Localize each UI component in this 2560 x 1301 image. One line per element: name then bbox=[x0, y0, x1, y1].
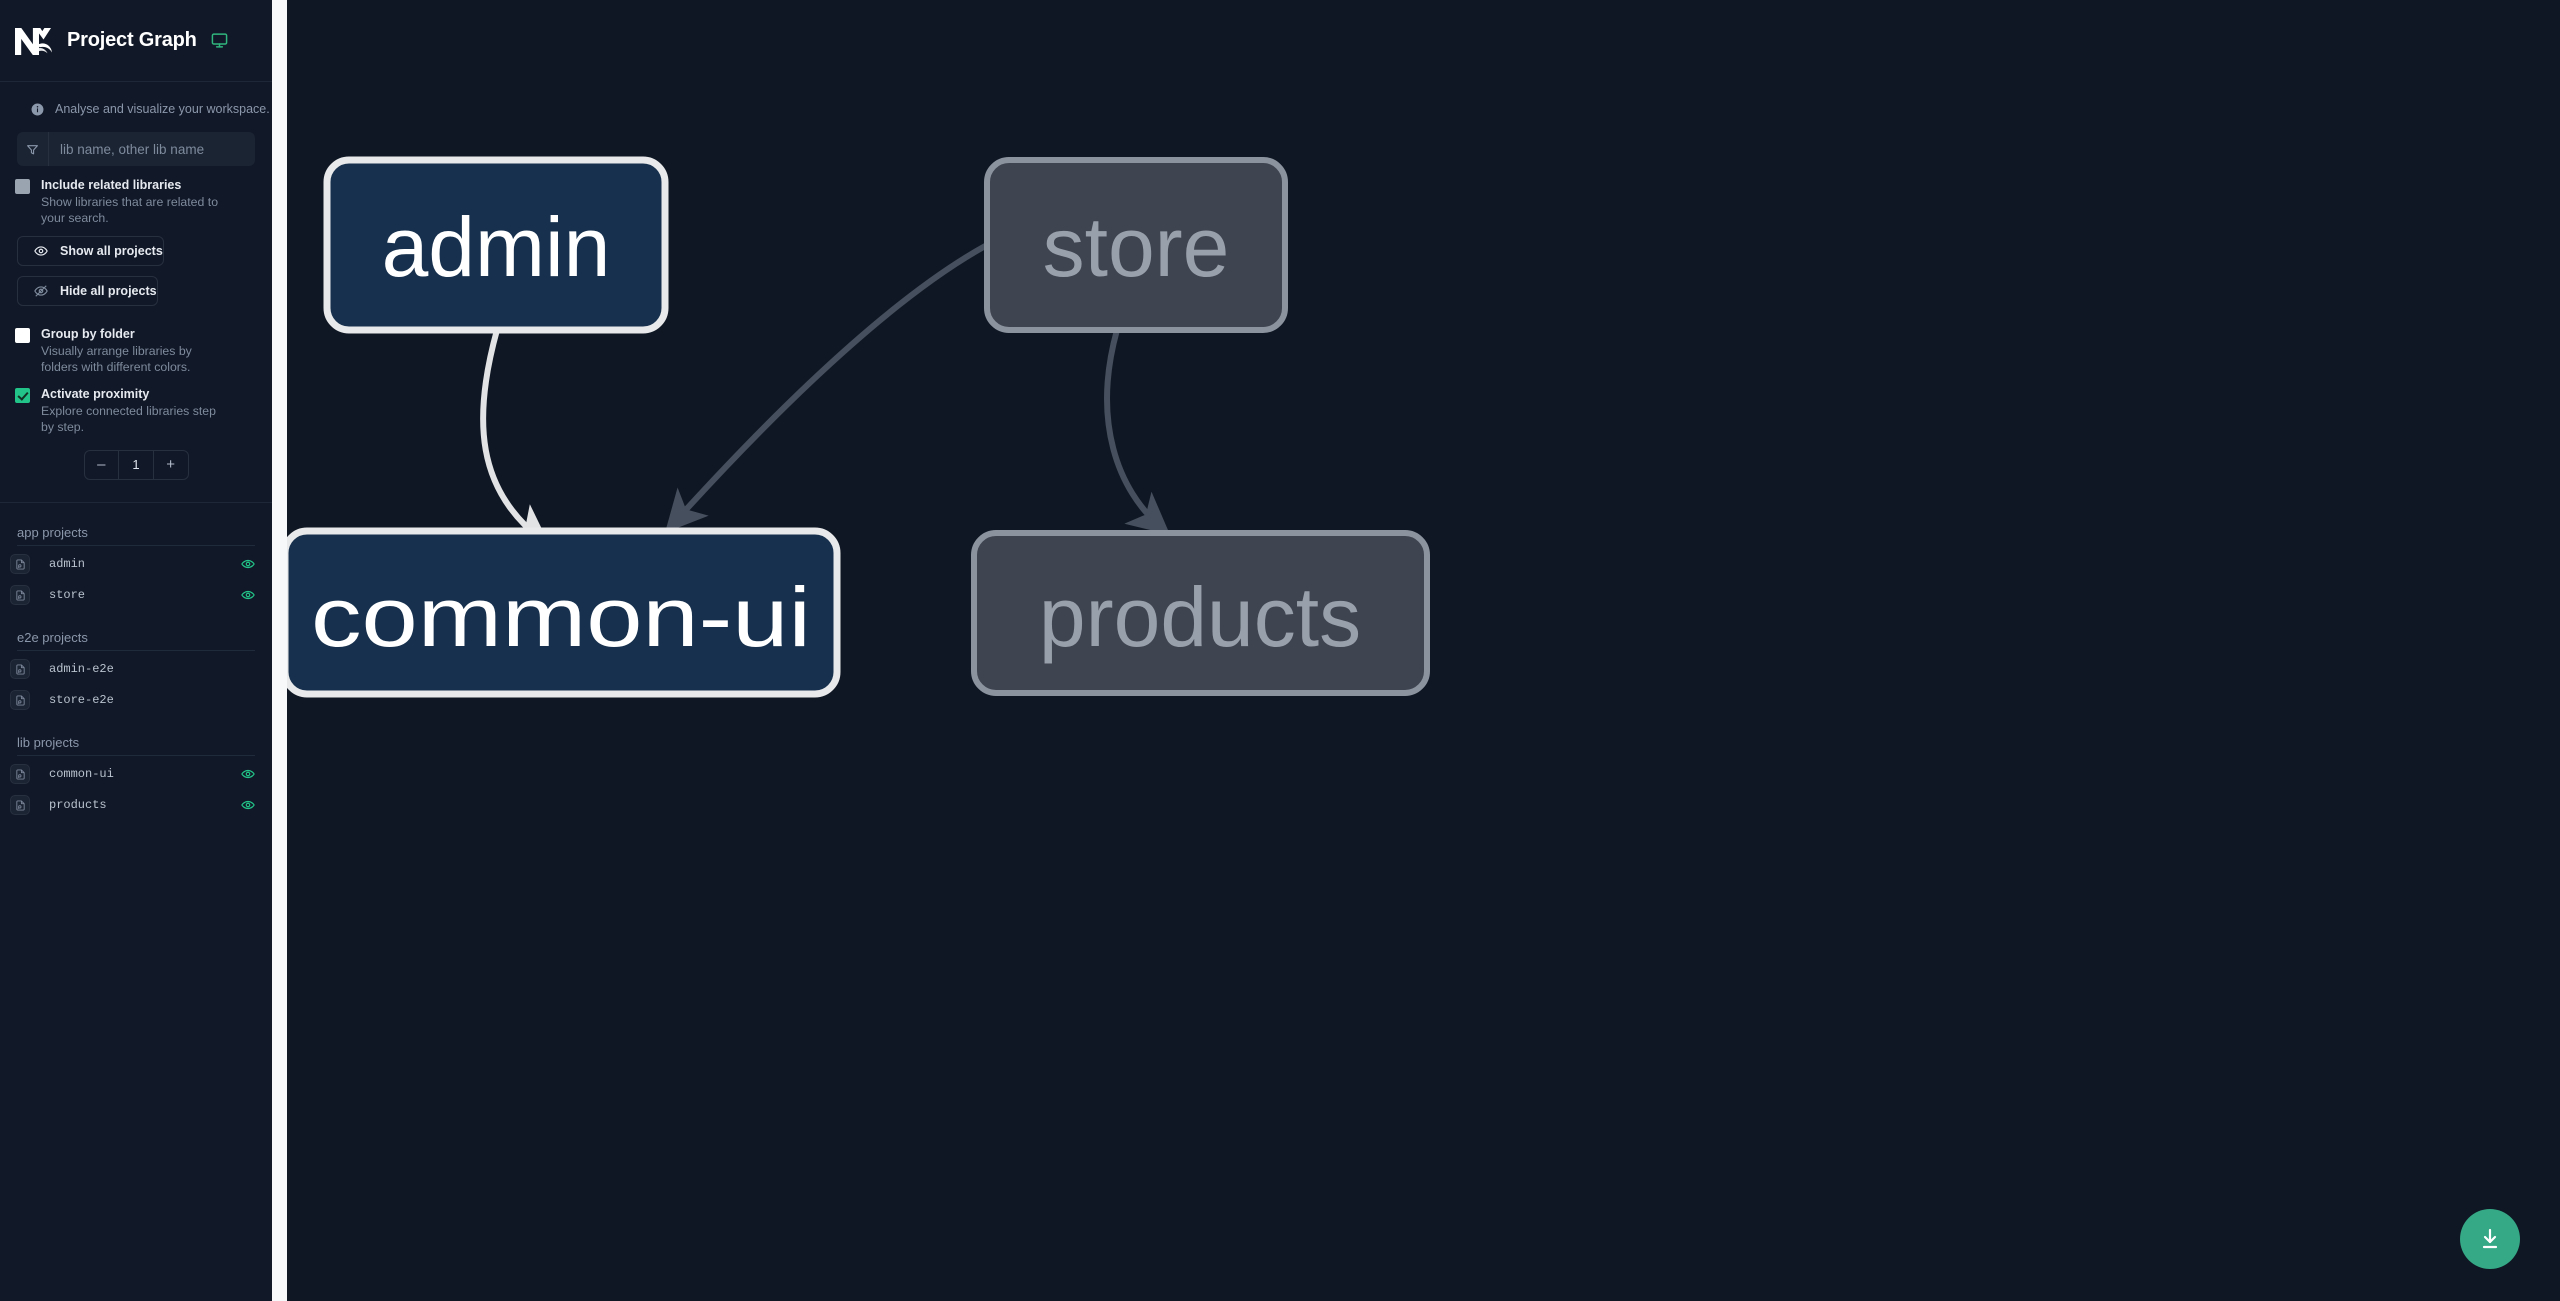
group-heading-app-projects: app projects bbox=[17, 524, 88, 540]
eye-off-icon bbox=[34, 284, 48, 298]
filter-icon-box bbox=[17, 132, 49, 166]
project-file-icon[interactable] bbox=[10, 554, 30, 575]
project-row-common-ui[interactable]: common-ui bbox=[0, 762, 272, 787]
project-row-products[interactable]: products bbox=[0, 793, 272, 818]
project-row-store-e2e[interactable]: store-e2e bbox=[0, 688, 272, 713]
option-label: Group by folder bbox=[41, 327, 135, 342]
edge-store-to-common-ui bbox=[664, 242, 989, 533]
sidebar-scrollbar[interactable] bbox=[272, 0, 287, 1301]
nx-logo bbox=[13, 24, 53, 58]
tagline-text: Analyse and visualize your workspace. bbox=[55, 102, 270, 116]
hide-all-projects-label: Hide all projects bbox=[60, 284, 157, 299]
node-label-products: products bbox=[1039, 570, 1361, 664]
group-heading-lib-projects: lib projects bbox=[17, 734, 80, 750]
group-by-folder-checkbox[interactable] bbox=[15, 328, 30, 344]
eye-icon[interactable] bbox=[241, 767, 255, 781]
graph-node-products[interactable]: products bbox=[971, 530, 1430, 696]
project-name: products bbox=[49, 798, 107, 813]
edge-admin-to-common-ui bbox=[480, 329, 551, 547]
graph-node-admin[interactable]: admin bbox=[323, 156, 669, 334]
project-row-admin-e2e[interactable]: admin-e2e bbox=[0, 657, 272, 682]
option-label: Include related libraries bbox=[41, 178, 182, 192]
group-rule bbox=[17, 754, 255, 756]
option-description: Visually arrange libraries by folders wi… bbox=[41, 344, 192, 374]
group-rule bbox=[17, 544, 255, 546]
search-input[interactable] bbox=[49, 132, 255, 166]
project-row-store[interactable]: store bbox=[0, 583, 272, 608]
show-all-projects-label: Show all projects bbox=[60, 244, 163, 259]
proximity-decrement-button[interactable]: – bbox=[85, 451, 119, 479]
node-label-store: store bbox=[1043, 200, 1230, 294]
sidebar-divider bbox=[0, 501, 272, 503]
project-row-admin[interactable]: admin bbox=[0, 552, 272, 577]
page-title: Project Graph bbox=[67, 29, 197, 51]
download-icon bbox=[2478, 1227, 2502, 1251]
eye-icon[interactable] bbox=[241, 588, 255, 602]
graph-node-store[interactable]: store bbox=[984, 157, 1288, 333]
graph-edges bbox=[480, 242, 1171, 547]
project-name: admin-e2e bbox=[49, 662, 114, 677]
proximity-value: 1 bbox=[118, 450, 154, 479]
project-file-icon[interactable] bbox=[10, 659, 30, 680]
eye-icon[interactable] bbox=[241, 798, 255, 812]
option-include-related-libraries[interactable]: Include related libraries Show libraries… bbox=[0, 166, 272, 226]
group-heading-e2e-projects: e2e projects bbox=[17, 629, 88, 645]
activate-proximity-checkbox[interactable] bbox=[15, 388, 30, 404]
funnel-icon bbox=[26, 143, 39, 156]
info-icon bbox=[31, 103, 44, 116]
monitor-icon[interactable] bbox=[211, 32, 228, 49]
sidebar-header: Project Graph bbox=[0, 0, 272, 82]
project-file-icon[interactable] bbox=[10, 795, 30, 816]
hide-all-projects-button[interactable]: Hide all projects bbox=[17, 276, 158, 307]
project-name: admin bbox=[49, 557, 86, 572]
option-description: Explore connected libraries step by step… bbox=[41, 404, 216, 434]
eye-icon bbox=[34, 244, 48, 258]
project-name: store-e2e bbox=[49, 693, 114, 708]
search-box[interactable] bbox=[17, 132, 255, 166]
show-all-projects-button[interactable]: Show all projects bbox=[17, 236, 164, 267]
option-activate-proximity[interactable]: Activate proximity Explore connected lib… bbox=[0, 375, 272, 435]
group-rule bbox=[17, 649, 255, 651]
eye-icon[interactable] bbox=[241, 557, 255, 571]
proximity-stepper: – 1 + bbox=[17, 449, 255, 480]
project-name: common-ui bbox=[49, 767, 114, 782]
option-group-by-folder[interactable]: Group by folder Visually arrange librari… bbox=[0, 306, 272, 375]
option-label: Activate proximity bbox=[41, 387, 150, 402]
project-file-icon[interactable] bbox=[10, 764, 30, 785]
edge-store-to-products bbox=[1104, 329, 1171, 535]
graph-canvas[interactable]: admin store common-ui products bbox=[287, 0, 2560, 1301]
download-image-button[interactable] bbox=[2460, 1209, 2520, 1269]
include-related-libraries-checkbox[interactable] bbox=[15, 179, 30, 194]
sidebar: Project Graph Analyse and visualize your… bbox=[0, 0, 272, 1301]
node-label-admin: admin bbox=[382, 200, 611, 294]
project-graph-svg: admin store common-ui products bbox=[287, 156, 1430, 698]
proximity-increment-button[interactable]: + bbox=[154, 451, 188, 479]
project-name: store bbox=[49, 588, 86, 603]
graph-node-common-ui[interactable]: common-ui bbox=[287, 527, 841, 698]
option-description: Show libraries that are related to your … bbox=[41, 195, 219, 225]
tagline-row: Analyse and visualize your workspace. bbox=[0, 82, 272, 122]
project-file-icon[interactable] bbox=[10, 690, 30, 711]
node-label-common-ui: common-ui bbox=[311, 570, 811, 664]
project-file-icon[interactable] bbox=[10, 585, 30, 606]
